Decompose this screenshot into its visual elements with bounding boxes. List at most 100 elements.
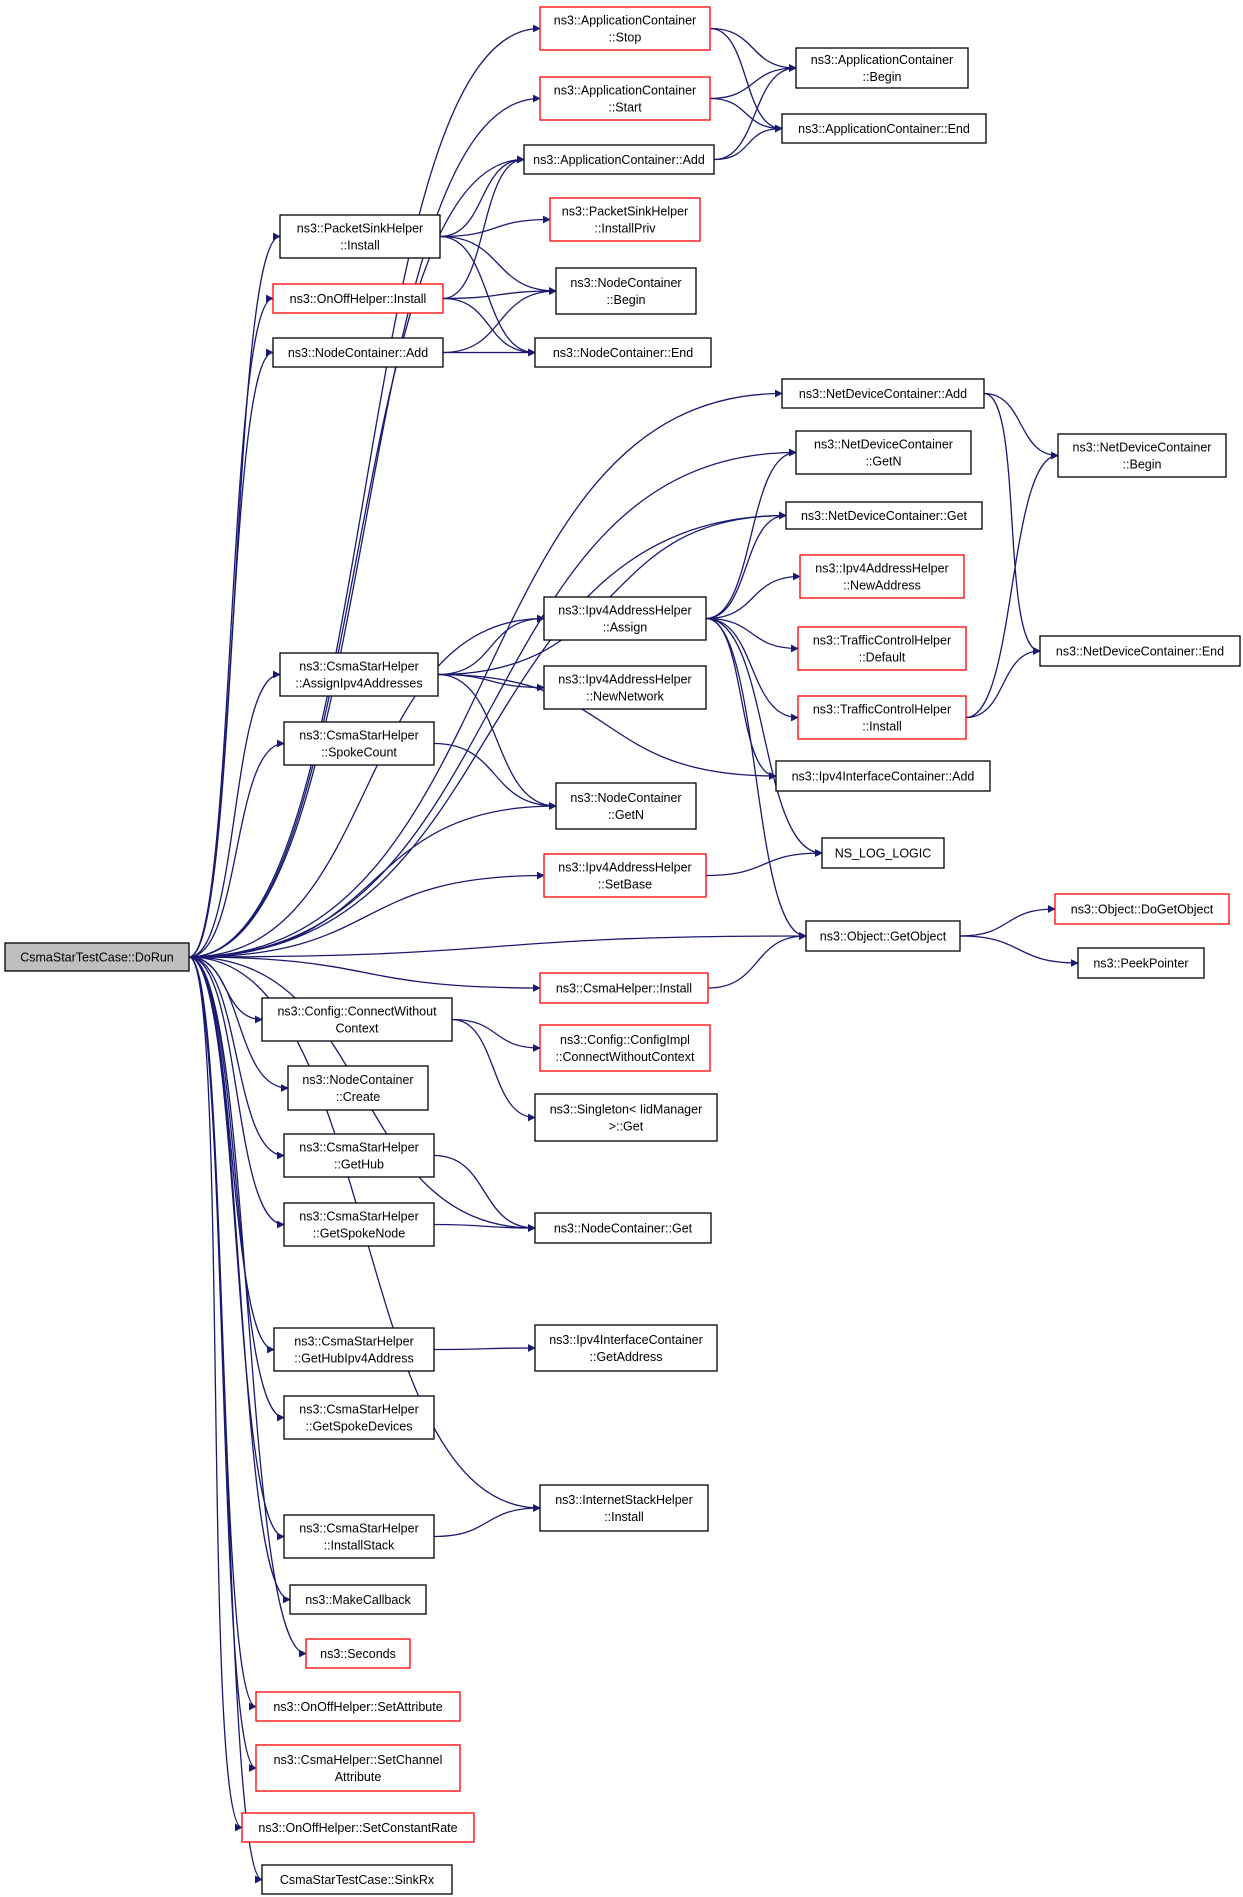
node-csh-getspokedev[interactable]: ns3::CsmaStarHelper::GetSpokeDevices	[283, 1395, 435, 1440]
edge-root-to-csh_installstack	[188, 956, 285, 1541]
node-csmah-install[interactable]: ns3::CsmaHelper::Install	[539, 972, 709, 1004]
node-label: ::Install	[340, 239, 380, 253]
node-peekpointer[interactable]: ns3::PeekPointer	[1077, 947, 1205, 979]
node-label: ns3::OnOffHelper::SetAttribute	[273, 1700, 442, 1714]
node-box	[534, 1324, 718, 1372]
node-nc-add[interactable]: ns3::NodeContainer::Add	[272, 337, 444, 368]
node-label: ns3::NodeContainer	[570, 276, 681, 290]
node-sinkrx[interactable]: CsmaStarTestCase::SinkRx	[261, 1864, 453, 1895]
node-ipv4ic-add[interactable]: ns3::Ipv4InterfaceContainer::Add	[775, 760, 991, 792]
node-nc-get[interactable]: ns3::NodeContainer::Get	[534, 1212, 712, 1244]
edge-csh_assign-to-ndc_get	[437, 511, 787, 676]
node-ipv4ah-setbase[interactable]: ns3::Ipv4AddressHelper::SetBase	[543, 853, 707, 898]
edge-csh_getspokenode-to-nc_get	[433, 1223, 536, 1232]
node-nc-getn[interactable]: ns3::NodeContainer::GetN	[555, 782, 697, 830]
node-ndc-getn[interactable]: ns3::NetDeviceContainer::GetN	[795, 430, 972, 475]
node-box	[283, 1395, 435, 1440]
node-label: ::Install	[862, 720, 902, 734]
node-app-begin[interactable]: ns3::ApplicationContainer::Begin	[795, 47, 969, 89]
node-onoff-setrate[interactable]: ns3::OnOffHelper::SetConstantRate	[241, 1812, 475, 1843]
node-makecallback[interactable]: ns3::MakeCallback	[289, 1584, 427, 1615]
node-app-add[interactable]: ns3::ApplicationContainer::Add	[523, 144, 715, 175]
node-root[interactable]: CsmaStarTestCase::DoRun	[4, 942, 190, 972]
node-box	[781, 113, 987, 144]
node-ndc-add[interactable]: ns3::NetDeviceContainer::Add	[781, 378, 985, 409]
node-box	[287, 1065, 429, 1111]
node-singleton-get[interactable]: ns3::Singleton< IidManager>::Get	[534, 1093, 718, 1142]
node-csh-gethubipv4[interactable]: ns3::CsmaStarHelper::GetHubIpv4Address	[273, 1327, 435, 1372]
node-box	[534, 337, 712, 368]
node-box	[549, 197, 701, 242]
node-label: ns3::ApplicationContainer::End	[798, 122, 970, 136]
node-box	[279, 652, 439, 697]
edge-ipv4ah_assign-to-tch_default	[705, 617, 799, 653]
edge-obj_getobject-to-obj_dogetobject	[959, 905, 1056, 937]
node-label: ns3::CsmaStarHelper	[299, 1403, 419, 1417]
node-box	[799, 554, 965, 599]
node-label: ns3::Ipv4AddressHelper	[558, 673, 691, 687]
edge-root-to-app_stop	[188, 24, 541, 958]
node-ipv4ah-newaddr[interactable]: ns3::Ipv4AddressHelper::NewAddress	[799, 554, 965, 599]
node-app-end[interactable]: ns3::ApplicationContainer::End	[781, 113, 987, 144]
node-onoff-setattr[interactable]: ns3::OnOffHelper::SetAttribute	[255, 1691, 461, 1722]
node-psh-install[interactable]: ns3::PacketSinkHelper::Install	[279, 214, 441, 259]
node-seconds[interactable]: ns3::Seconds	[305, 1638, 411, 1669]
node-ndc-get[interactable]: ns3::NetDeviceContainer::Get	[785, 501, 983, 530]
node-nc-end[interactable]: ns3::NodeContainer::End	[534, 337, 712, 368]
node-box	[539, 6, 711, 51]
edge-ipv4ah_assign-to-ndc_getn	[705, 448, 797, 620]
node-ns-log-logic[interactable]: NS_LOG_LOGIC	[821, 837, 945, 869]
node-ish-install[interactable]: ns3::InternetStackHelper::Install	[539, 1484, 709, 1532]
node-label: ::Begin	[607, 293, 646, 307]
node-csh-installstack[interactable]: ns3::CsmaStarHelper::InstallStack	[283, 1514, 435, 1559]
node-label: ::Create	[336, 1090, 381, 1104]
edge-ndc_add-to-ndc_begin	[983, 392, 1059, 460]
node-label: ::NewAddress	[843, 579, 921, 593]
edge-root-to-csh_assign	[188, 670, 281, 958]
node-tch-install[interactable]: ns3::TrafficControlHelper::Install	[797, 695, 967, 740]
node-box	[283, 1202, 435, 1247]
node-ndc-begin[interactable]: ns3::NetDeviceContainer::Begin	[1057, 433, 1227, 478]
node-label: Context	[335, 1022, 379, 1036]
node-label: ::SpokeCount	[321, 746, 397, 760]
node-app-start[interactable]: ns3::ApplicationContainer::Start	[539, 76, 711, 121]
edge-root-to-csh_getspokenode	[188, 956, 285, 1229]
node-ipv4ic-getaddr[interactable]: ns3::Ipv4InterfaceContainer::GetAddress	[534, 1324, 718, 1372]
edge-tch_install-to-ndc_end	[965, 647, 1041, 719]
edge-onoff_install-to-nc_begin	[442, 287, 557, 300]
node-box	[283, 1514, 435, 1559]
node-label: ns3::Object::GetObject	[820, 930, 947, 944]
node-csh-getspokenode[interactable]: ns3::CsmaStarHelper::GetSpokeNode	[283, 1202, 435, 1247]
node-tch-default[interactable]: ns3::TrafficControlHelper::Default	[797, 626, 967, 671]
node-onoff-install[interactable]: ns3::OnOffHelper::Install	[272, 283, 444, 314]
node-ndc-end[interactable]: ns3::NetDeviceContainer::End	[1039, 635, 1241, 667]
edge-root-to-onoff_install	[188, 294, 274, 958]
node-ipv4ah-assign[interactable]: ns3::Ipv4AddressHelper::Assign	[543, 596, 707, 641]
edge-root-to-csh_gethubipv4	[188, 956, 275, 1354]
node-box	[543, 596, 707, 641]
node-box	[283, 1133, 435, 1178]
node-label: ns3::Ipv4AddressHelper	[815, 562, 948, 576]
node-box	[305, 1638, 411, 1669]
node-obj-dogetobject[interactable]: ns3::Object::DoGetObject	[1054, 893, 1230, 925]
node-nc-begin[interactable]: ns3::NodeContainer::Begin	[555, 267, 697, 315]
node-psh-installpriv[interactable]: ns3::PacketSinkHelper::InstallPriv	[549, 197, 701, 242]
edge-csmah_install-to-obj_getobject	[707, 932, 807, 989]
node-cfgimpl-connect[interactable]: ns3::Config::ConfigImpl::ConnectWithoutC…	[539, 1024, 711, 1072]
node-label: ns3::Ipv4AddressHelper	[558, 861, 691, 875]
node-csh-assign[interactable]: ns3::CsmaStarHelper::AssignIpv4Addresses	[279, 652, 439, 697]
node-nc-create[interactable]: ns3::NodeContainer::Create	[287, 1065, 429, 1111]
node-box	[1054, 893, 1230, 925]
node-ipv4ah-newnet[interactable]: ns3::Ipv4AddressHelper::NewNetwork	[543, 665, 707, 710]
node-box	[821, 837, 945, 869]
node-app-stop[interactable]: ns3::ApplicationContainer::Stop	[539, 6, 711, 51]
edge-root-to-onoff_setrate	[188, 956, 243, 1832]
node-label: ns3::Config::ConnectWithout	[277, 1005, 437, 1019]
node-csh-spokecount[interactable]: ns3::CsmaStarHelper::SpokeCount	[283, 721, 435, 766]
node-cfg-connect[interactable]: ns3::Config::ConnectWithoutContext	[261, 997, 453, 1042]
node-csh-gethub[interactable]: ns3::CsmaStarHelper::GetHub	[283, 1133, 435, 1178]
node-label: ns3::Ipv4InterfaceContainer::Add	[792, 770, 975, 784]
edge-cfg_connect-to-singleton_get	[451, 1018, 536, 1122]
node-obj-getobject[interactable]: ns3::Object::GetObject	[805, 920, 961, 952]
